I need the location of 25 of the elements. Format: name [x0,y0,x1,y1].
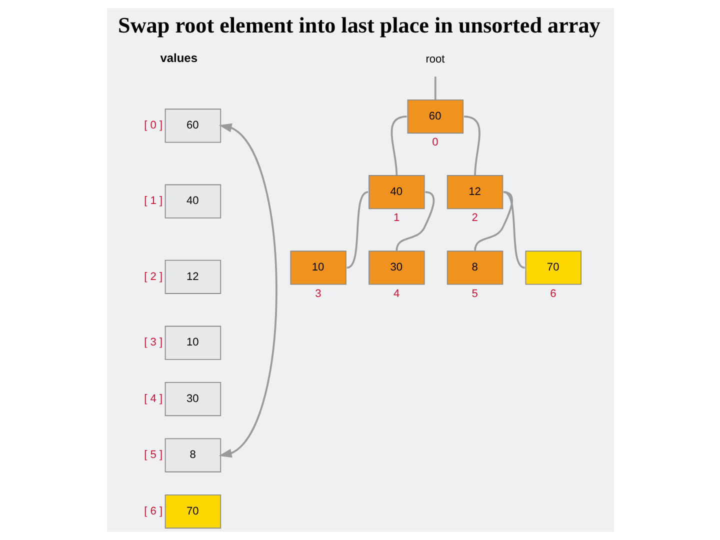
connector [346,191,368,269]
node-label: [ 5 ] [144,449,162,462]
node-text: root [425,54,444,66]
node-label: 6 [550,288,556,300]
node-label: [ 0 ] [144,120,162,132]
connector [434,76,436,100]
connector [474,191,512,251]
node-label: 2 [471,212,478,224]
diagram-title: Swap root element into last place in unsorted array [118,12,600,38]
connector [463,116,480,176]
connector [395,191,434,251]
connector [390,116,406,176]
connector [502,191,525,269]
node-label: 0 [432,136,438,149]
node-label: 5 [471,288,478,300]
node-label: [ 3 ] [144,336,162,349]
node-label: [ 4 ] [144,392,162,405]
node-label: [ 1 ] [144,195,162,208]
arrow [218,123,277,458]
node-label: 3 [314,288,321,300]
label: values [160,51,197,66]
node-label: 1 [392,212,400,224]
node-label: [ 6 ] [144,505,162,518]
node-label: 4 [392,288,400,300]
node-label: [ 2 ] [144,270,162,283]
